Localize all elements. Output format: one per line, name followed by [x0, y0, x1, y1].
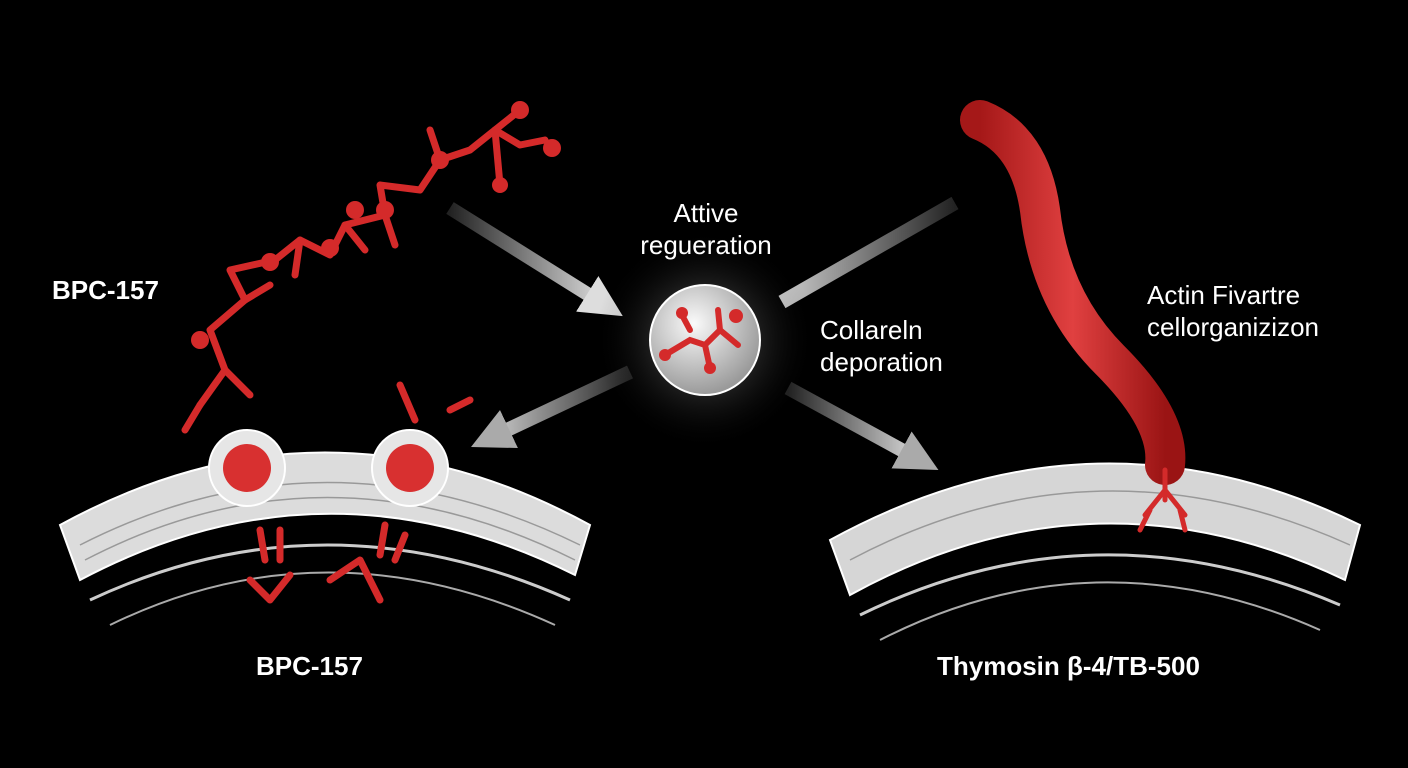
vesicle — [371, 429, 449, 507]
connector-line — [778, 196, 959, 309]
label-line: deporation — [820, 347, 943, 377]
thymosin-label: Thymosin β-4/TB-500 — [937, 651, 1200, 681]
actin-filament — [960, 100, 1188, 533]
label-line: Actin Fivartre — [1147, 280, 1301, 310]
peptide-nodes — [191, 101, 561, 349]
label-line: regueration — [640, 230, 772, 260]
label-line: Attive — [673, 198, 739, 228]
bpc-157-label-top: BPC-157 — [52, 275, 159, 305]
arrow-to-right-membrane — [784, 381, 939, 471]
label-line: Collareln — [820, 315, 923, 345]
right-cell-membrane — [828, 462, 1362, 641]
central-vesicle — [649, 284, 761, 396]
actin-label: Actin Fivartre cellorganizizon — [1147, 279, 1319, 343]
bpc-157-label-bottom: BPC-157 — [256, 651, 363, 681]
arrow-to-center — [446, 202, 623, 317]
active-regeneration-label: Attive regueration — [606, 197, 806, 261]
label-line: cellorganizizon — [1147, 312, 1319, 342]
vesicle — [208, 429, 286, 507]
left-cell-membrane — [58, 451, 592, 626]
collagen-deposition-label: Collareln deporation — [820, 314, 943, 378]
bpc-157-peptide-chain — [181, 106, 549, 604]
